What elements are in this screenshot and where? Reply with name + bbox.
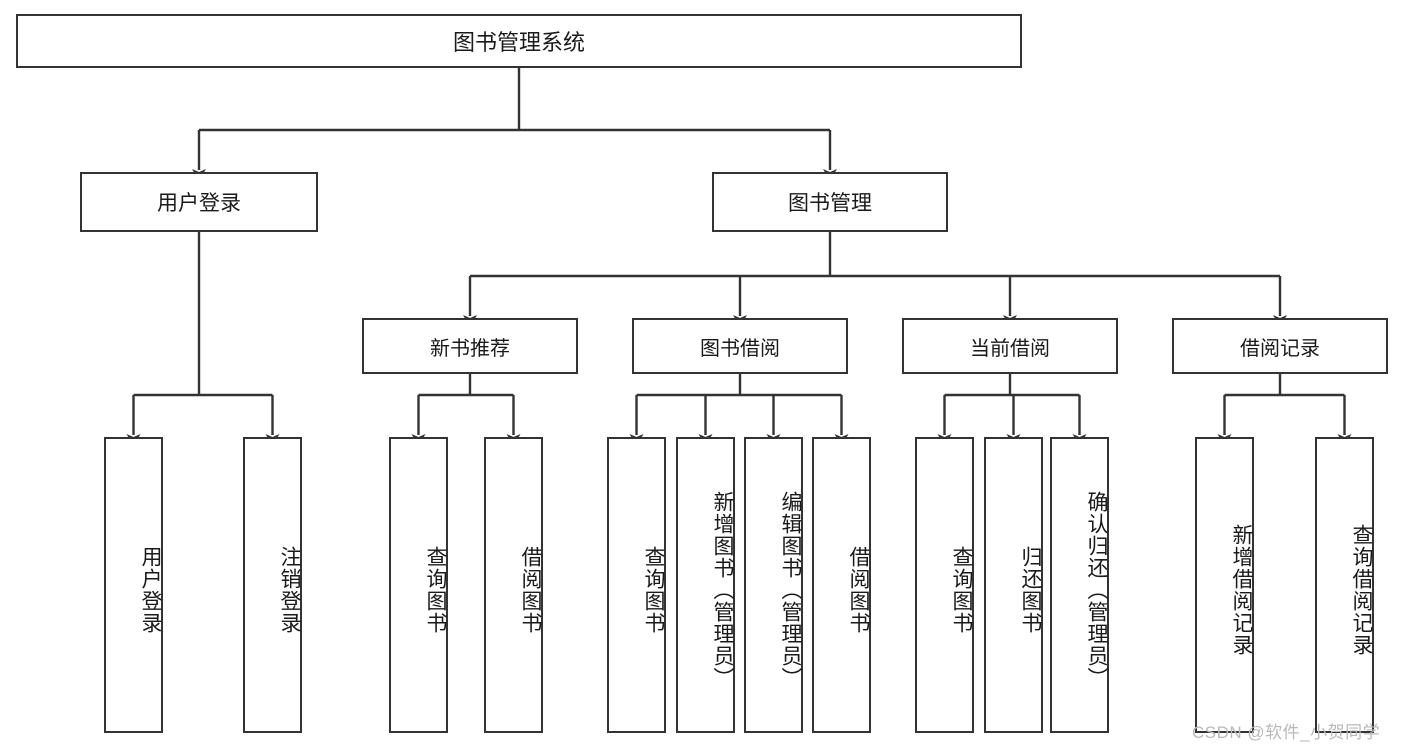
node-newbook[interactable]: 新书推荐 (362, 318, 578, 374)
node-label: 归还图书 (1019, 546, 1042, 634)
node-leaf9[interactable]: 查询图书 (915, 437, 974, 733)
node-leaf3[interactable]: 查询图书 (389, 437, 448, 733)
node-label: 注销登录 (278, 546, 301, 634)
node-leaf2[interactable]: 注销登录 (243, 437, 302, 733)
node-leaf5[interactable]: 查询图书 (607, 437, 666, 733)
node-record[interactable]: 借阅记录 (1172, 318, 1388, 374)
node-label: 用户登录 (157, 192, 241, 215)
node-leaf11[interactable]: 确认归还（管理员） (1050, 437, 1109, 733)
node-borrow[interactable]: 图书借阅 (632, 318, 848, 374)
node-label: 新增图书（管理员） (711, 491, 734, 689)
node-label: 图书管理 (788, 192, 872, 215)
node-leaf4[interactable]: 借阅图书 (484, 437, 543, 733)
node-leaf1[interactable]: 用户登录 (104, 437, 163, 733)
node-leaf10[interactable]: 归还图书 (984, 437, 1043, 733)
node-leaf7[interactable]: 编辑图书（管理员） (744, 437, 803, 733)
node-leaf13[interactable]: 查询借阅记录 (1315, 437, 1374, 733)
node-label: 查询图书 (642, 546, 665, 634)
node-label: 查询图书 (950, 546, 973, 634)
node-leaf12[interactable]: 新增借阅记录 (1195, 437, 1254, 733)
node-bookmgmt[interactable]: 图书管理 (712, 172, 948, 232)
node-label: 图书借阅 (700, 337, 780, 360)
node-leaf6[interactable]: 新增图书（管理员） (676, 437, 735, 733)
node-label: 图书管理系统 (452, 30, 585, 55)
node-login[interactable]: 用户登录 (80, 172, 318, 232)
node-label: 借阅图书 (519, 546, 542, 634)
node-label: 查询图书 (424, 546, 447, 634)
node-label: 当前借阅 (970, 337, 1050, 360)
node-leaf8[interactable]: 借阅图书 (812, 437, 871, 733)
node-current[interactable]: 当前借阅 (902, 318, 1118, 374)
node-label: 新增借阅记录 (1230, 524, 1253, 656)
node-label: 借阅记录 (1240, 337, 1320, 360)
node-label: 查询借阅记录 (1350, 524, 1373, 656)
node-label: 新书推荐 (430, 337, 510, 360)
node-label: 借阅图书 (847, 546, 870, 634)
node-label: 确认归还（管理员） (1085, 491, 1108, 689)
node-label: 用户登录 (139, 546, 162, 634)
node-root[interactable]: 图书管理系统 (16, 14, 1022, 68)
node-label: 编辑图书（管理员） (779, 491, 802, 689)
